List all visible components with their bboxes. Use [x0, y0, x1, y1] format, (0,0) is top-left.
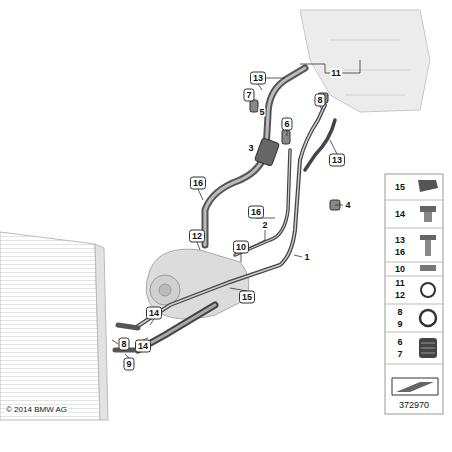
callout-number: 13 [250, 72, 266, 85]
fittings [250, 93, 340, 210]
pressure-pipe [135, 105, 325, 328]
callout-number: 7 [243, 89, 254, 102]
callout-number: 9 [396, 320, 403, 329]
callout-number: 8 [396, 308, 403, 317]
compressor [146, 249, 249, 319]
callout-number: 6 [396, 338, 403, 347]
callout-number: 14 [394, 210, 406, 219]
callout-number: 13 [329, 154, 345, 167]
parts-panel [385, 174, 443, 414]
hvac-housing [300, 10, 430, 112]
callout-number: 16 [248, 206, 264, 219]
callout-number: 15 [239, 291, 255, 304]
callout-number: 16 [394, 248, 406, 257]
callout-number: 11 [394, 279, 406, 288]
leader-lines [112, 60, 360, 358]
callout-number: 6 [281, 118, 292, 131]
callout-number: 10 [233, 241, 249, 254]
callout-number: 15 [394, 183, 406, 192]
callout-number: 7 [396, 350, 403, 359]
callout-number: 8 [314, 94, 325, 107]
callout-number: 14 [146, 307, 162, 320]
footer-text: 372970 [398, 401, 430, 410]
callout-number: 5 [258, 108, 265, 117]
callout-number: 3 [247, 144, 254, 153]
callout-number: 11 [330, 69, 342, 78]
callout-number: 14 [135, 340, 151, 353]
callout-number: 4 [344, 201, 351, 210]
callout-number: 16 [190, 177, 206, 190]
callout-number: 13 [394, 236, 406, 245]
callout-number: 1 [303, 253, 310, 262]
callout-number: 9 [123, 358, 134, 371]
callout-number: 8 [118, 338, 129, 351]
discharge-hose [115, 305, 215, 350]
condenser [0, 232, 100, 420]
callout-number: 12 [394, 291, 406, 300]
callout-number: 10 [394, 265, 406, 274]
callout-number: 2 [261, 221, 268, 230]
footer-text: © 2014 BMW AG [5, 406, 68, 414]
liquid-line [235, 120, 335, 255]
callout-number: 12 [189, 230, 205, 243]
